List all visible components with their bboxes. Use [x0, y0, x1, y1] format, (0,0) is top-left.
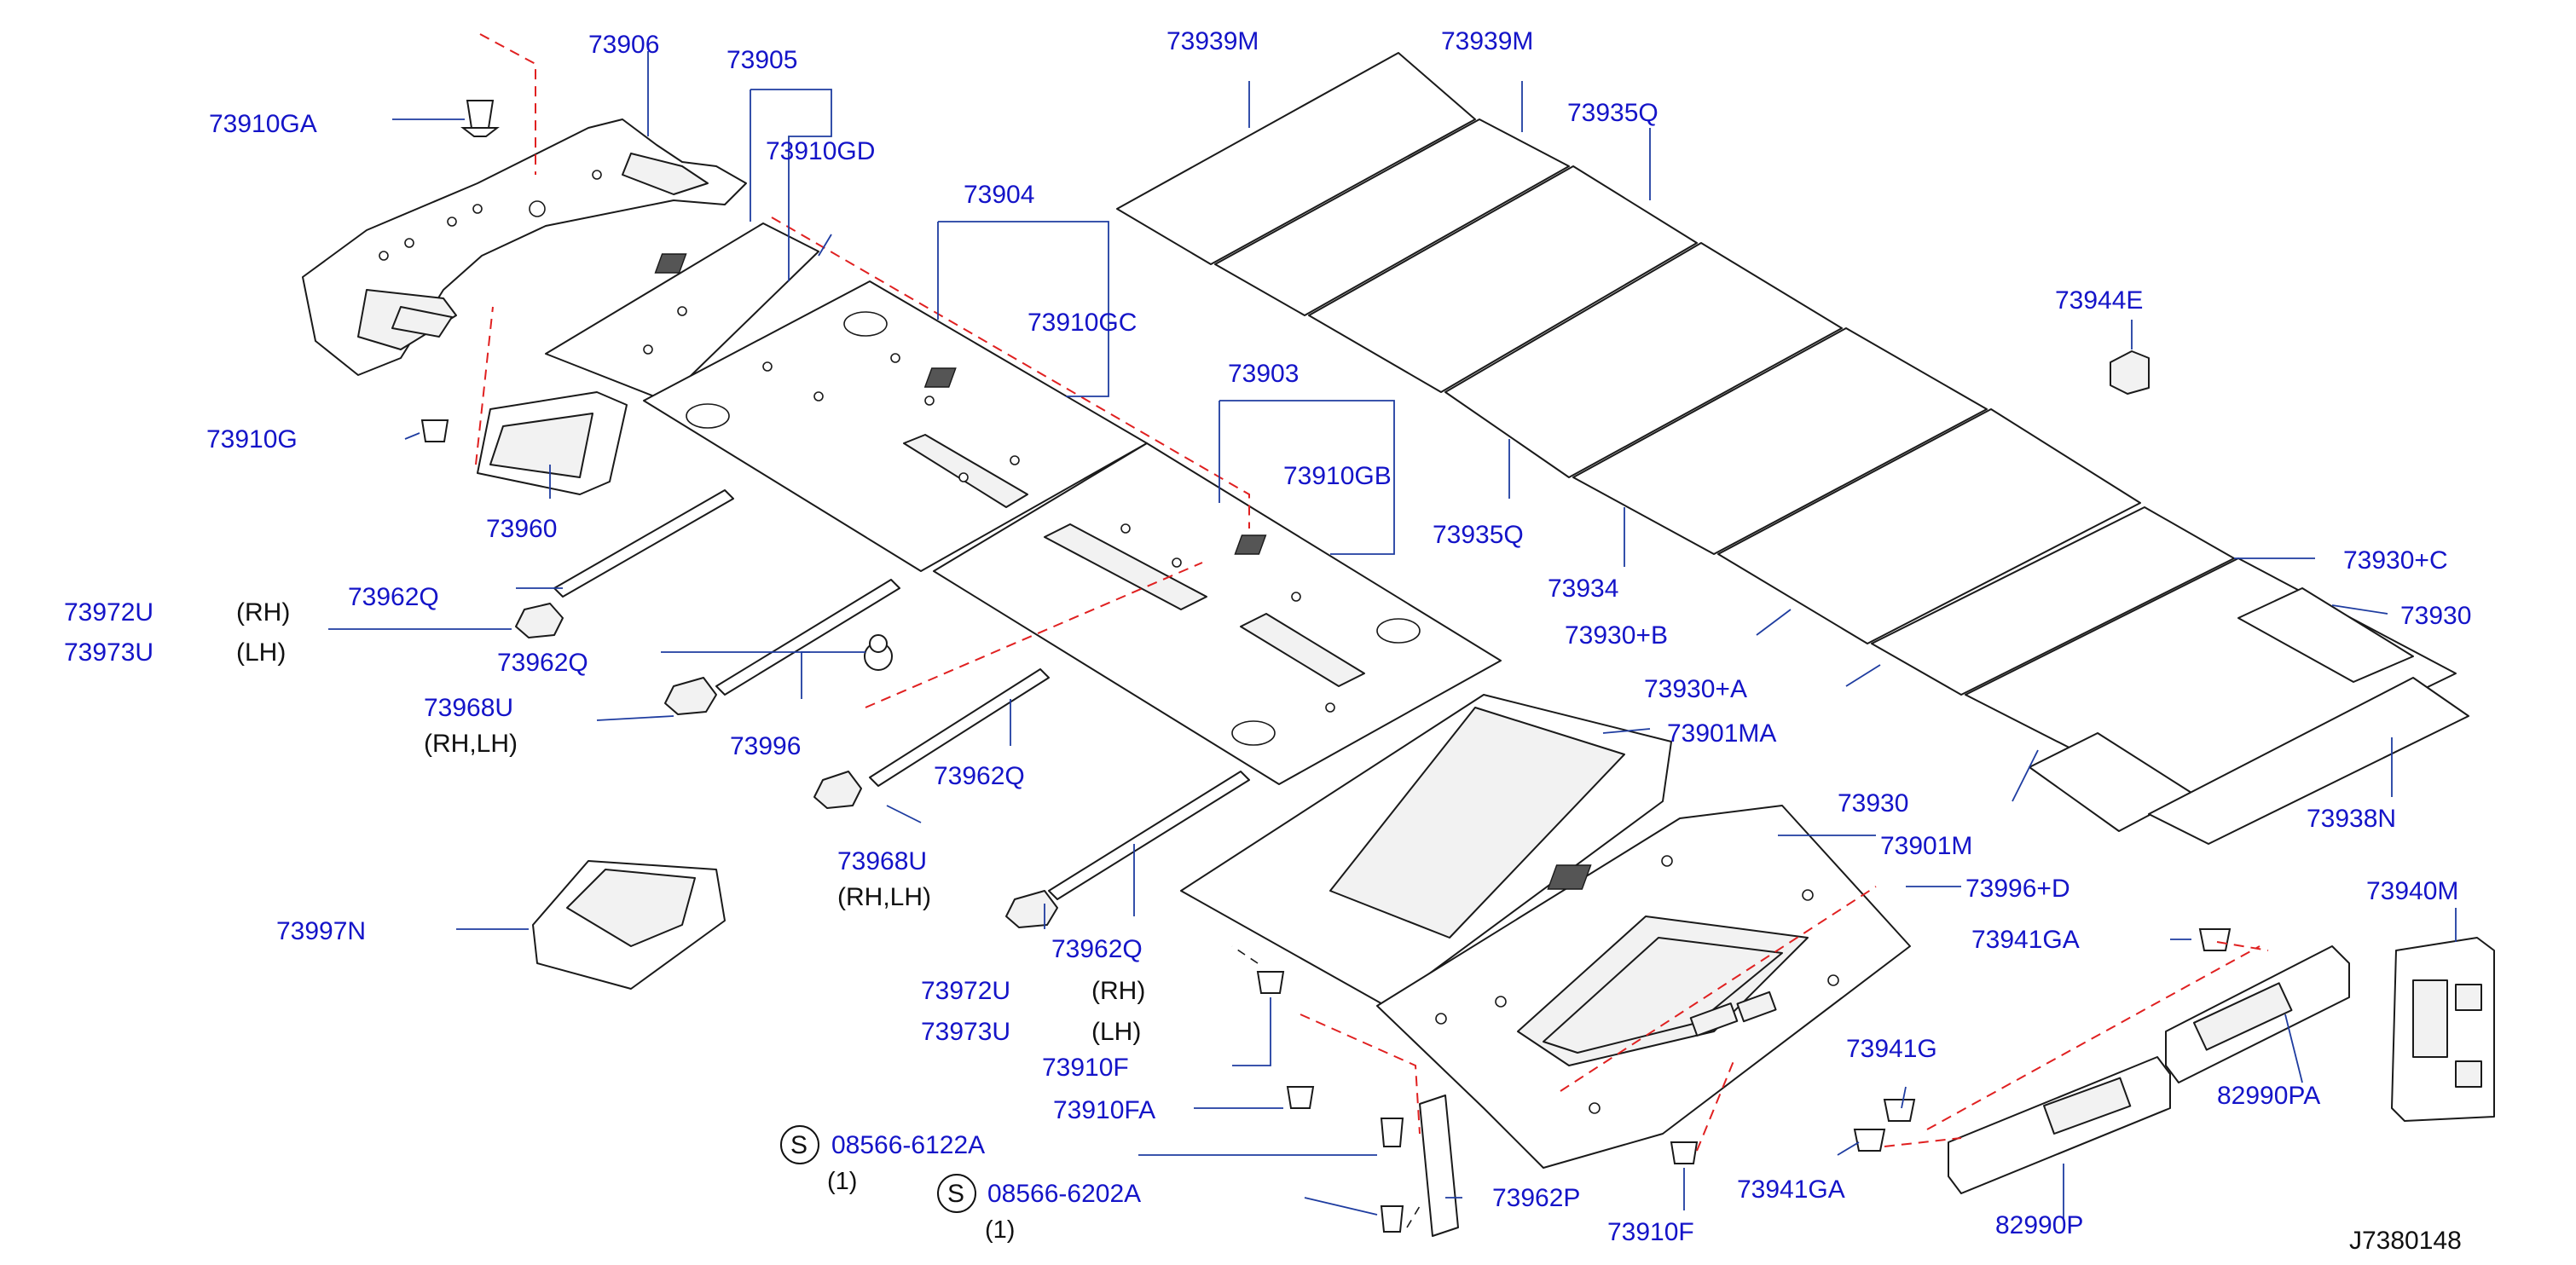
label-73910ga: 73910GA [209, 110, 317, 138]
standard-part-symbol-a: S [780, 1125, 819, 1164]
leader-lines [328, 51, 2457, 1219]
label-73930-bottom: 73930 [1838, 789, 1908, 817]
note-qty-a: (1) [827, 1168, 857, 1195]
label-73906: 73906 [588, 31, 659, 59]
console-73940m [2391, 937, 2495, 1122]
label-73910gc: 73910GC [1028, 309, 1137, 337]
label-08566-6122a: 08566-6122A [831, 1131, 985, 1159]
note-rh-b: (RH) [1091, 977, 1145, 1005]
label-73939m-a: 73939M [1166, 27, 1259, 55]
label-73941ga-b: 73941GA [1737, 1175, 1845, 1204]
label-73962p: 73962P [1492, 1184, 1580, 1212]
label-73905: 73905 [726, 46, 797, 74]
note-rhlh-a: (RH,LH) [424, 730, 518, 758]
label-73934: 73934 [1548, 575, 1618, 603]
label-73941ga-a: 73941GA [1971, 926, 2080, 954]
standard-part-symbol-b: S [937, 1174, 976, 1213]
label-73910fa: 73910FA [1053, 1096, 1155, 1124]
label-73972u-a: 73972U [64, 598, 153, 627]
label-73968u-b: 73968U [837, 847, 927, 875]
label-73996d: 73996+D [1965, 875, 2070, 903]
label-73910f-a: 73910F [1042, 1054, 1129, 1082]
symbol-s-b: S [947, 1180, 964, 1208]
headliner-board [545, 222, 1502, 785]
fasteners [420, 100, 2232, 1233]
label-73930-b: 73930+B [1565, 621, 1668, 650]
label-73938n: 73938N [2307, 805, 2396, 833]
label-73903: 73903 [1228, 360, 1299, 388]
lamp-lenses [1948, 945, 2350, 1194]
note-qty-b: (1) [985, 1216, 1015, 1244]
note-lh-b: (LH) [1091, 1018, 1141, 1046]
label-73910g: 73910G [206, 425, 298, 453]
label-73910f-b: 73910F [1607, 1218, 1694, 1246]
grommet-73996 [864, 634, 893, 671]
headliner-trim-assembly [1180, 694, 1911, 1169]
label-73930-a-top: 73930 [2400, 602, 2471, 630]
label-73944e: 73944E [2055, 286, 2143, 315]
bracket-73962p [1419, 1095, 1459, 1237]
label-73973u-b: 73973U [921, 1018, 1010, 1046]
label-73962q-b: 73962Q [497, 649, 588, 677]
label-73973u-a: 73973U [64, 638, 153, 667]
label-73930-a: 73930+A [1644, 675, 1747, 703]
diagram-id: J7380148 [2349, 1227, 2462, 1255]
clip-73944e [2110, 350, 2150, 395]
label-73939m-b: 73939M [1441, 27, 1533, 55]
symbol-s-a: S [790, 1131, 808, 1159]
label-73972u-b: 73972U [921, 977, 1010, 1005]
note-rh-a: (RH) [236, 598, 290, 627]
label-73962q-a: 73962Q [348, 583, 439, 611]
note-lh-a: (LH) [236, 638, 286, 667]
storage-bin-73997n [532, 860, 726, 990]
label-73940m: 73940M [2366, 877, 2458, 905]
label-73968u-a: 73968U [424, 694, 513, 722]
label-73962q-c: 73962Q [934, 762, 1025, 790]
label-73901ma: 73901MA [1667, 719, 1776, 748]
label-73962q-d: 73962Q [1051, 935, 1143, 963]
label-73904: 73904 [964, 181, 1034, 209]
roof-pads [1116, 52, 2469, 845]
label-73996: 73996 [730, 732, 801, 760]
label-82990p: 82990P [1995, 1211, 2083, 1239]
phantom-lines [475, 33, 2269, 1228]
label-08566-6202a: 08566-6202A [987, 1180, 1141, 1208]
label-73901m: 73901M [1880, 832, 1972, 860]
label-73935q-b: 73935Q [1433, 521, 1524, 549]
label-73910gd: 73910GD [766, 137, 875, 165]
note-rhlh-b: (RH,LH) [837, 883, 931, 911]
rear-header-panel [302, 118, 747, 376]
label-73935q-a: 73935Q [1567, 99, 1658, 127]
side-rails [477, 391, 1250, 900]
label-73997n: 73997N [276, 917, 366, 945]
label-73941g: 73941G [1846, 1035, 1937, 1063]
label-82990pa: 82990PA [2217, 1082, 2320, 1110]
label-73910gb: 73910GB [1283, 462, 1392, 490]
label-73930-c: 73930+C [2343, 546, 2448, 575]
part-labels: 73906 73905 73910GA 73910GD 73904 73910G… [64, 27, 2471, 1255]
label-73960: 73960 [486, 515, 557, 543]
